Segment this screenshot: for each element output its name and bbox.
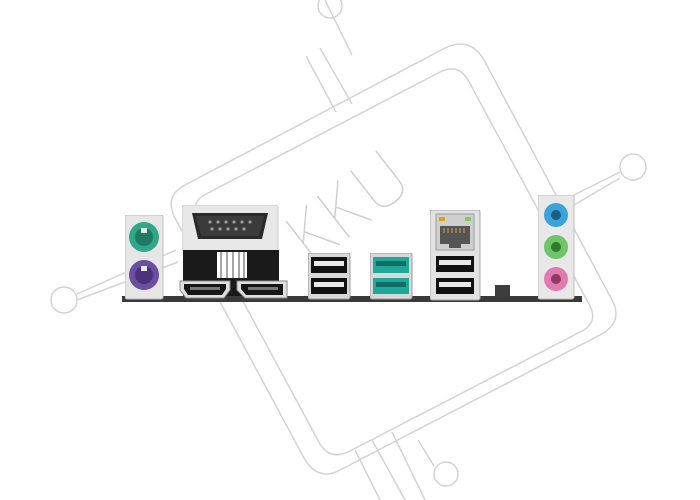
usb3-stack bbox=[370, 253, 413, 300]
hdmi-port bbox=[179, 280, 231, 299]
small-button bbox=[495, 285, 510, 298]
audio-jacks bbox=[538, 195, 575, 300]
usb2-stack bbox=[308, 253, 351, 300]
displayport-port bbox=[236, 280, 288, 299]
lan-usb-stack bbox=[430, 210, 481, 301]
ps2-ports bbox=[125, 215, 164, 300]
board-edge bbox=[122, 296, 582, 302]
